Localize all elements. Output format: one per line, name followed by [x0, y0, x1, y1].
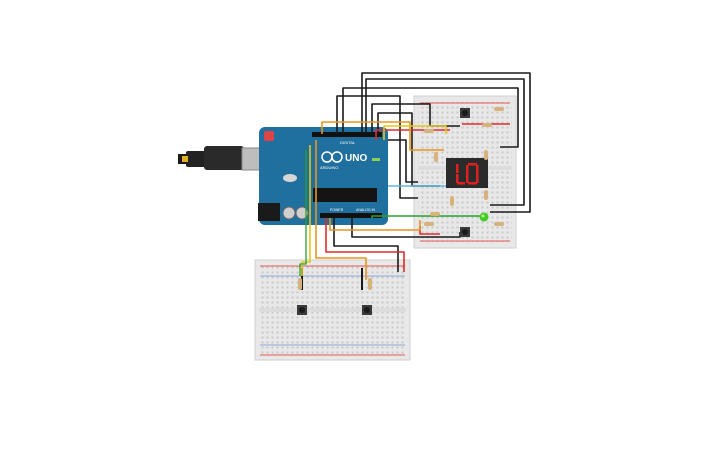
reset-button[interactable] — [264, 131, 274, 141]
power-label: POWER — [330, 208, 344, 212]
pushbutton-top[interactable] — [460, 108, 470, 118]
pushbutton-bottom-right[interactable] — [362, 305, 372, 315]
resistor[interactable] — [298, 278, 302, 290]
wire-black[interactable] — [342, 87, 519, 148]
resistor[interactable] — [430, 212, 440, 216]
resistors-bottom — [298, 278, 372, 290]
board-logo-text: UNO — [345, 153, 367, 164]
digital-label: DIGITAL — [340, 140, 356, 145]
resistor[interactable] — [494, 222, 504, 226]
seven-segment-display[interactable] — [446, 158, 488, 188]
arduino-uno-board[interactable]: UNO ARDUINO DIGITAL POWER ANALOG IN — [258, 127, 388, 225]
capacitor-left — [282, 206, 296, 220]
resistor[interactable] — [484, 150, 488, 160]
wire-black[interactable] — [365, 78, 525, 206]
resistors-top — [424, 107, 504, 226]
pushbutton-bottom-left[interactable] — [297, 305, 307, 315]
analog-label: ANALOG IN — [356, 208, 376, 212]
pushbutton-top-lower[interactable] — [460, 227, 470, 237]
resistor[interactable] — [494, 107, 504, 111]
resistor[interactable] — [368, 278, 372, 290]
wire-black[interactable] — [361, 72, 531, 213]
resistor[interactable] — [434, 152, 438, 162]
resistor[interactable] — [424, 222, 434, 226]
wire-red[interactable] — [325, 218, 405, 272]
infinity-logo-right — [331, 151, 343, 163]
breadboard-bottom[interactable] — [254, 259, 411, 361]
digital-header[interactable] — [312, 132, 382, 137]
led-green[interactable] — [479, 212, 489, 222]
wire-orange[interactable] — [315, 140, 367, 280]
atmega-chip — [313, 188, 377, 202]
wire-yellow[interactable] — [383, 125, 447, 140]
on-led — [372, 158, 380, 161]
resistor[interactable] — [484, 190, 488, 200]
resistor[interactable] — [424, 129, 434, 133]
capacitor-right — [295, 206, 309, 220]
resistor[interactable] — [482, 123, 492, 127]
wire-black[interactable] — [333, 218, 399, 272]
power-analog-header[interactable] — [320, 213, 382, 218]
board-brand-text: ARDUINO — [320, 165, 338, 170]
wire-black[interactable] — [336, 95, 418, 199]
power-jack — [258, 203, 280, 221]
crystal — [283, 174, 297, 182]
wire-black[interactable] — [388, 139, 418, 183]
wire-green[interactable] — [299, 150, 307, 276]
resistor[interactable] — [450, 196, 454, 206]
wire-orange[interactable] — [321, 121, 444, 151]
wire-orange[interactable] — [329, 218, 421, 231]
